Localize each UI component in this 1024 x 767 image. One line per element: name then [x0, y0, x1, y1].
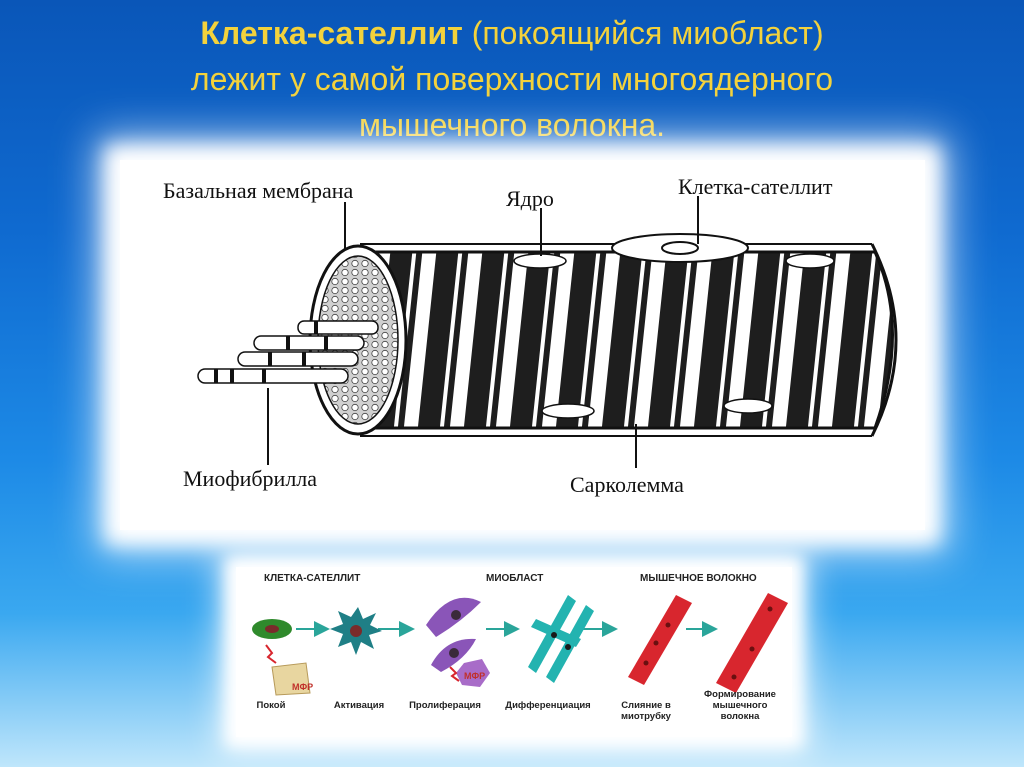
- background-ghost-text: [160, 220, 166, 246]
- label-nucleus: Ядро: [506, 186, 554, 211]
- proliferating-cells: [426, 597, 490, 687]
- muscle-fiber: [716, 593, 788, 693]
- stage-fiber-formation: Формирование мышечного волокна: [704, 689, 776, 722]
- activated-cell: [330, 607, 382, 655]
- label-basal-membrane: Базальная мембрана: [163, 178, 354, 203]
- stage-activation: Активация: [333, 700, 385, 711]
- muscle-fiber-drawing: [197, 196, 898, 468]
- activation-drawing: [252, 593, 788, 696]
- label-sarcolemma: Сарколемма: [570, 472, 684, 497]
- satellite-activation-diagram: КЛЕТКА-САТЕЛЛИТ МИОБЛАСТ МЫШЕЧНОЕ ВОЛОКН…: [236, 567, 792, 737]
- title-rest: (покоящийся миобласт): [462, 15, 824, 51]
- title-line2: лежит у самой поверхности многоядерного: [190, 61, 834, 97]
- protruding-myofibrils: [197, 320, 379, 384]
- factor-label: МФР: [292, 682, 314, 692]
- stage-proliferation: Пролиферация: [409, 700, 481, 711]
- label-satellite-cell: Клетка-сателлит: [678, 174, 833, 199]
- resting-cell: [252, 619, 292, 639]
- header-myoblast: МИОБЛАСТ: [486, 573, 544, 584]
- nucleus-shape: [513, 253, 567, 269]
- leader-lines: [267, 196, 699, 468]
- stage-fusion: Слияние в миотрубку: [621, 700, 671, 722]
- title-line3: мышечного волокна.: [358, 107, 666, 143]
- factor-box: [265, 644, 311, 696]
- title-bold: Клетка-сателлит: [200, 15, 463, 51]
- fiber-body: [353, 250, 894, 430]
- header-satellite: КЛЕТКА-САТЕЛЛИТ: [264, 573, 361, 584]
- label-myofibril: Миофибрилла: [183, 466, 318, 491]
- stage-differentiation: Дифференциация: [505, 700, 591, 711]
- muscle-fiber-diagram: Базальная мембрана Ядро Клетка-сателлит …: [120, 160, 925, 530]
- header-fiber: МЫШЕЧНОЕ ВОЛОКНО: [640, 573, 757, 584]
- differentiating-cells: [528, 595, 594, 683]
- stage-rest: Покой: [256, 700, 286, 711]
- slide-title: Клетка-сателлит (покоящийся миобласт) ле…: [60, 10, 964, 148]
- factor-label-2: МФР: [464, 671, 486, 681]
- myotube: [628, 595, 692, 685]
